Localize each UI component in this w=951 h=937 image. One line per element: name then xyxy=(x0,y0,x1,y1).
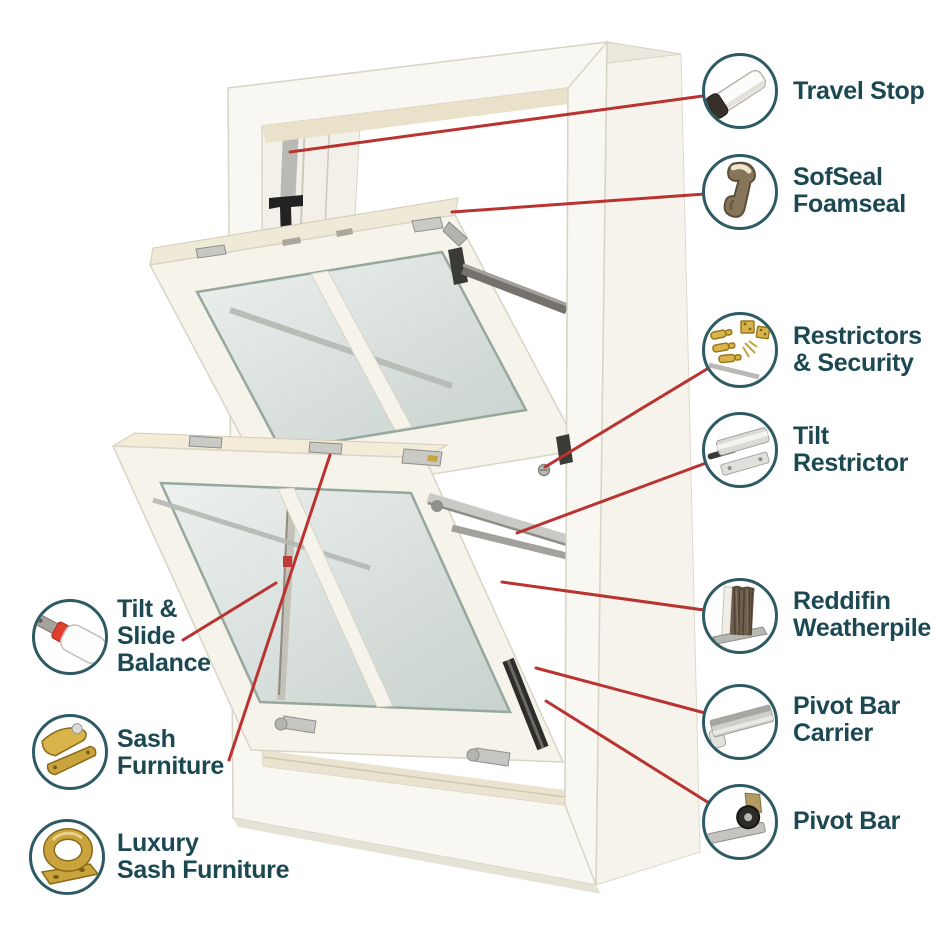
tilt-restrictor-badge xyxy=(702,412,778,488)
luxury-sash-furniture-icon xyxy=(40,828,100,885)
callout-label-tilt-restrictor: Tilt Restrictor xyxy=(793,422,909,477)
restrictors-badge xyxy=(702,312,778,388)
connector-restrictors xyxy=(543,367,709,469)
balance-arm-lower xyxy=(152,497,371,571)
tilt-slide-balance-icon xyxy=(35,612,105,664)
connector-tilt-restrictor xyxy=(515,461,708,535)
callout-label-sofseal-foamseal: SofSeal Foamseal xyxy=(793,163,906,218)
callout-label-travel-stop: Travel Stop xyxy=(793,77,925,105)
keeper-plate-2 xyxy=(308,441,343,455)
tilt-restrictor-icon xyxy=(707,427,770,476)
connector-weatherpile xyxy=(500,580,706,612)
connector-tilt-slide-balance xyxy=(181,581,278,642)
balance-clip xyxy=(283,556,292,567)
tilt-latch xyxy=(448,247,468,285)
frame-right-stile xyxy=(564,39,608,886)
balance-arm-upper xyxy=(229,307,453,389)
keeper-plate-1 xyxy=(188,435,223,449)
foamseal-icon xyxy=(723,161,756,218)
sash-furniture-icon xyxy=(41,723,97,776)
connector-foamseal xyxy=(450,192,707,214)
frame-head-reveal xyxy=(262,88,569,143)
connector-pivot-bar-carrier xyxy=(534,666,707,715)
pivot-bar-icon xyxy=(706,792,766,845)
upper-sash xyxy=(148,197,582,501)
lower-sash xyxy=(111,432,565,767)
callout-label-tilt-slide-balance: Tilt & Slide Balance xyxy=(117,595,211,677)
travel-stop-badge xyxy=(702,53,778,129)
tilt-arm-lower xyxy=(426,492,569,560)
tilt-arm-upper xyxy=(461,263,569,315)
weatherpile-icon xyxy=(712,585,768,645)
sash-lock-body xyxy=(401,448,443,467)
frame-sill xyxy=(262,750,566,805)
callout-label-pivot-bar-carrier: Pivot Bar Carrier xyxy=(793,692,901,747)
callout-label-sash-furniture: Sash Furniture xyxy=(117,725,225,780)
sash-furniture-badge xyxy=(32,714,108,790)
restrictors-icon xyxy=(708,320,771,380)
callout-label-restrictors-security: Restrictors & Security xyxy=(793,322,922,377)
frame-right-depth-face xyxy=(595,41,701,886)
pivot-bar-carrier-icon xyxy=(708,704,774,749)
pivot-bar-badge xyxy=(702,784,778,860)
tilt-slide-balance-badge xyxy=(32,599,108,675)
weatherpile-badge xyxy=(702,578,778,654)
luxury-sash-furniture-badge xyxy=(29,819,105,895)
connector-pivot-bar xyxy=(544,699,711,805)
upper-sash-glazing-bar xyxy=(310,270,413,431)
foamseal-badge xyxy=(702,154,778,230)
pivot-bar-carrier-badge xyxy=(702,684,778,760)
frame-bottom-sliver xyxy=(233,818,601,894)
callout-label-luxury-sash-furniture: Luxury Sash Furniture xyxy=(117,829,290,884)
travel-stop-icon xyxy=(705,69,767,119)
callout-label-reddifin-weatherpile: Reddifin Weatherpile xyxy=(793,587,931,642)
lower-sash-glazing-bar xyxy=(277,487,394,708)
connector-travel-stop xyxy=(288,94,705,154)
connector-sash-furniture xyxy=(227,453,332,762)
restrictor-screw xyxy=(537,463,551,477)
callout-label-pivot-bar: Pivot Bar xyxy=(793,807,901,835)
travel-stop-part xyxy=(269,195,303,241)
